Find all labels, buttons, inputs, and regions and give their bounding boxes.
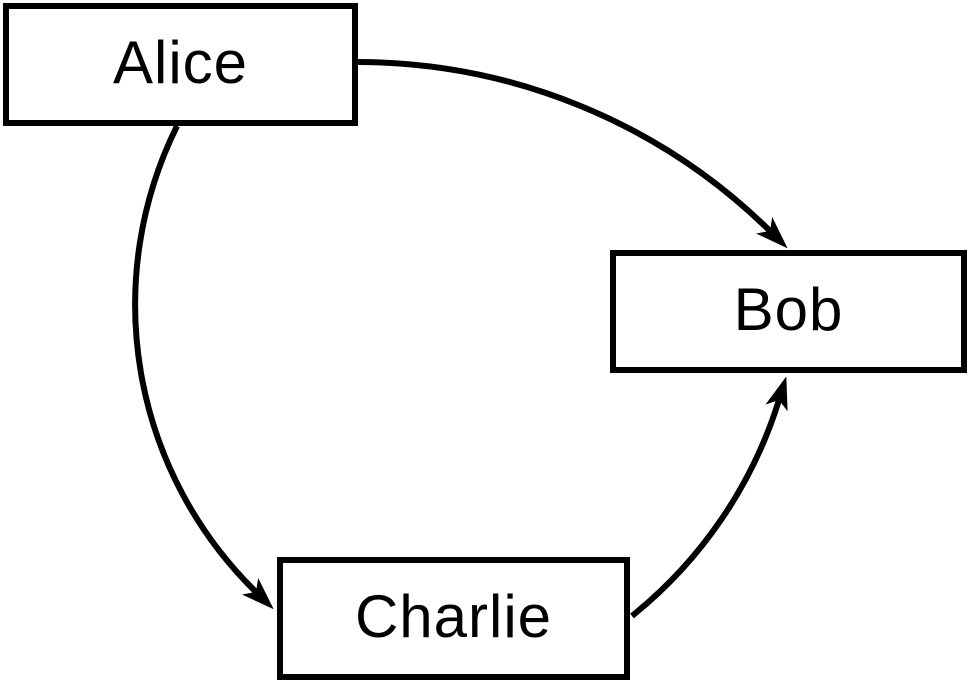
node-bob: Bob (610, 250, 967, 373)
edge-charlie-bob (630, 376, 788, 619)
edge-alice-bob (357, 59, 788, 249)
node-charlie: Charlie (277, 557, 630, 680)
node-charlie-label: Charlie (354, 582, 553, 650)
node-bob-label: Bob (733, 275, 844, 343)
node-alice: Alice (3, 3, 358, 126)
node-alice-label: Alice (112, 28, 249, 96)
edge-alice-charlie (132, 124, 274, 610)
